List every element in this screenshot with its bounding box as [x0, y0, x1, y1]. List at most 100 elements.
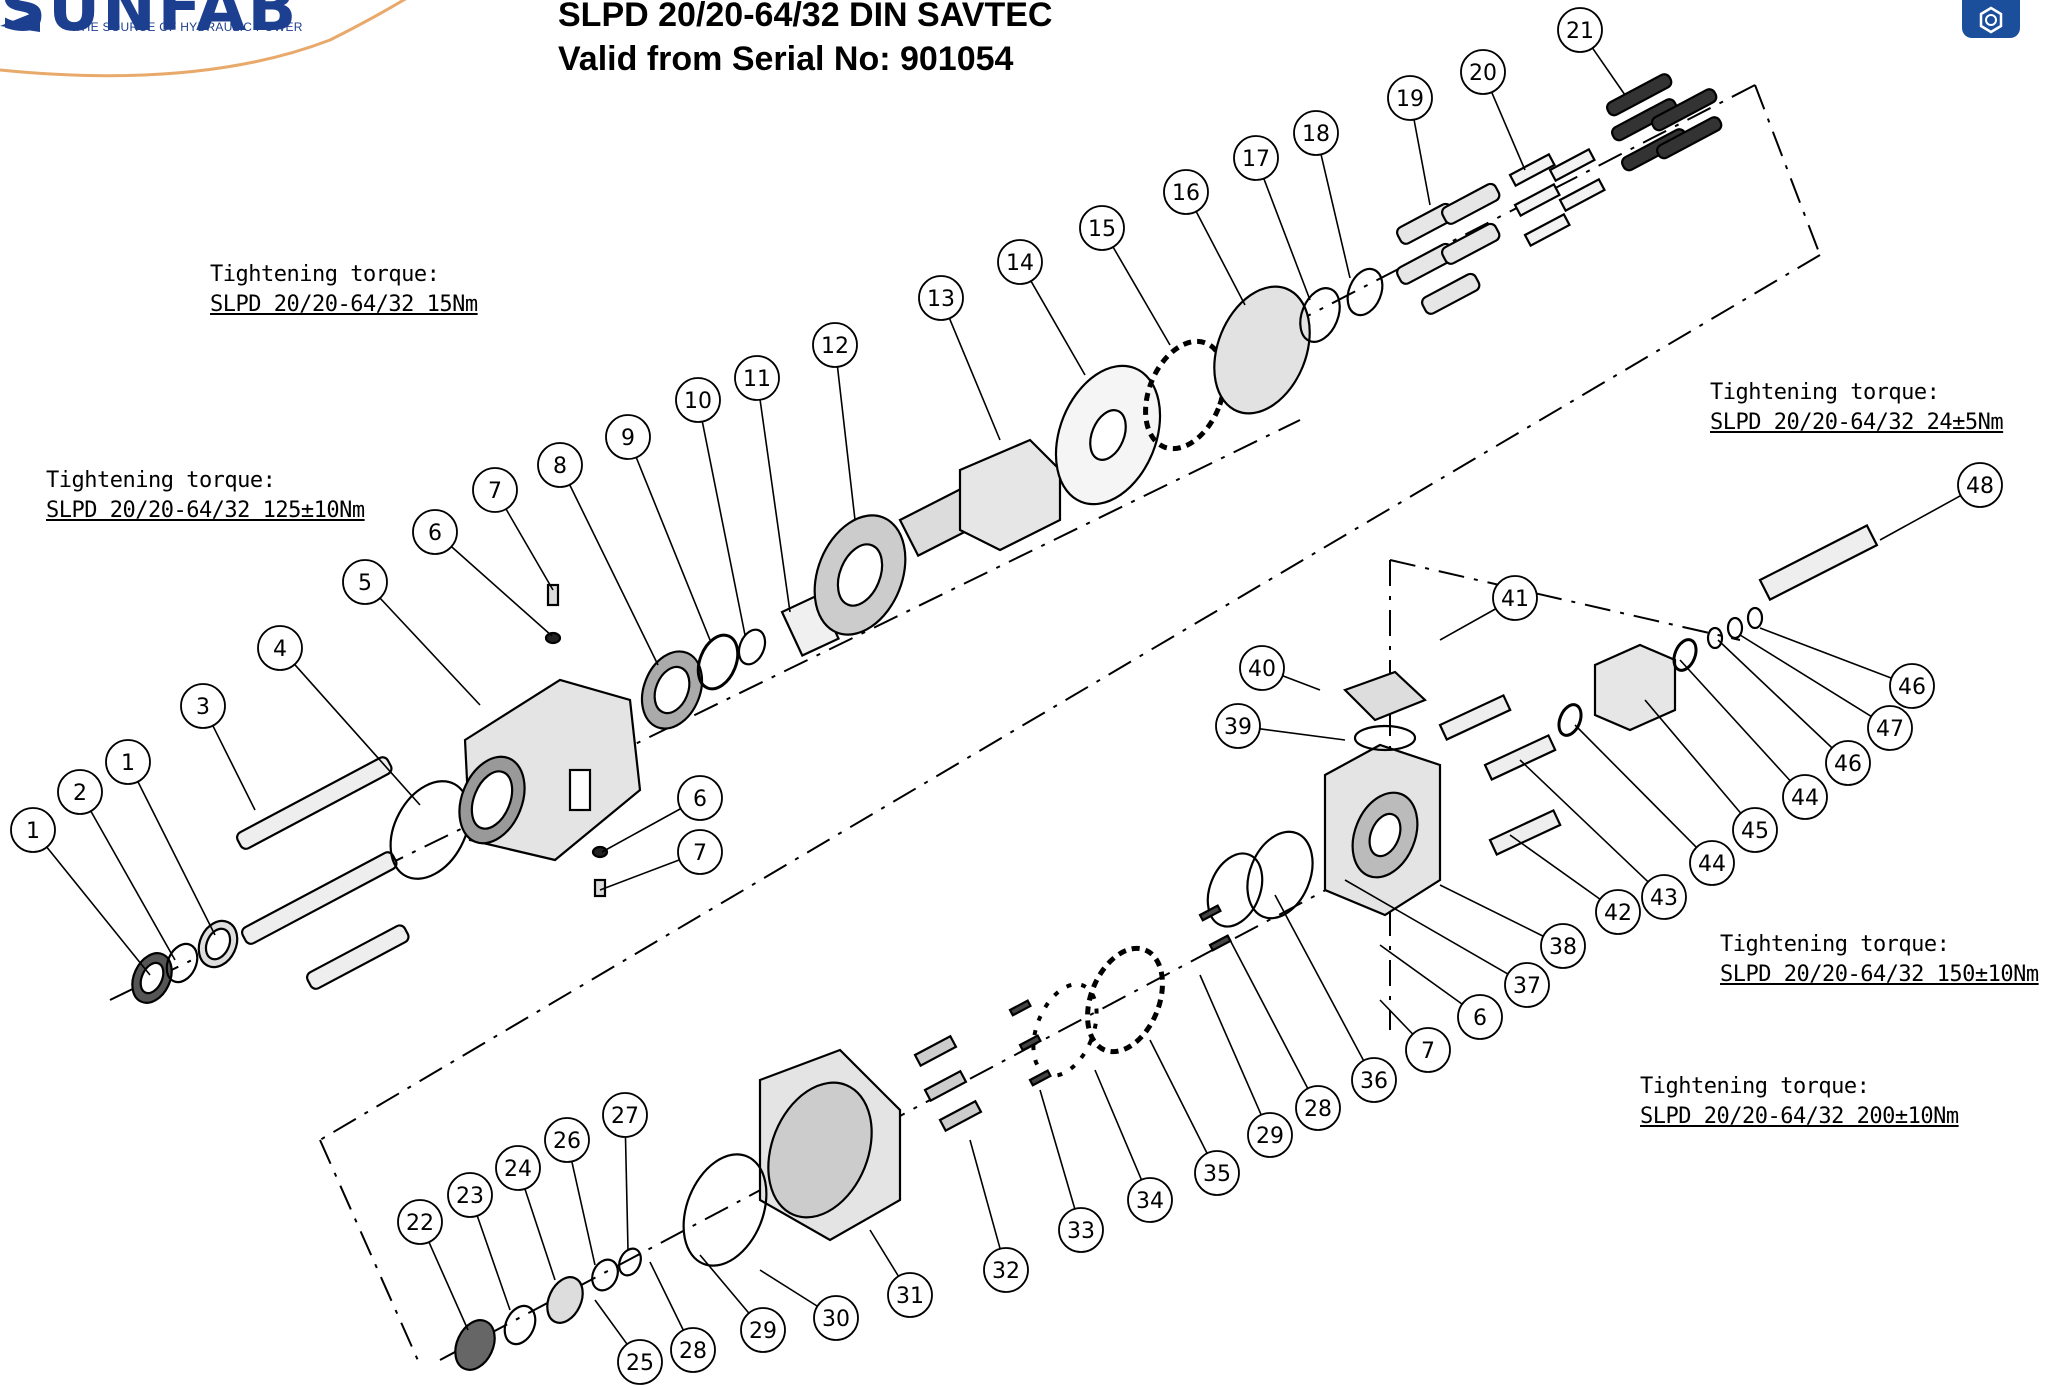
callout-leader: [90, 810, 176, 961]
callout-7: 7: [677, 829, 723, 875]
callout-16: 16: [1163, 169, 1209, 215]
callout-43: 43: [1641, 874, 1687, 920]
callout-number: 24: [504, 1157, 532, 1182]
callout-leader: [836, 366, 856, 521]
callout-bubbles: 1213456789101112131415161718192021674039…: [10, 7, 2003, 1385]
callout-leader: [1574, 724, 1698, 848]
torque-note-15nm: Tightening torque: SLPD 20/20-64/32 15Nm: [210, 260, 478, 320]
callout-number: 19: [1396, 87, 1424, 112]
callout-33: 33: [1058, 1207, 1104, 1253]
callout-leader: [1229, 939, 1309, 1089]
callout-1: 1: [10, 807, 56, 853]
callout-35: 35: [1194, 1150, 1240, 1196]
callout-32: 32: [983, 1247, 1029, 1293]
callout-27: 27: [602, 1092, 648, 1138]
callout-number: 30: [822, 1307, 850, 1332]
callout-leader: [1274, 894, 1365, 1061]
drawing-title: SLPD 20/20-64/32 DIN SAVTEC: [558, 0, 1053, 34]
callout-10: 10: [675, 377, 721, 423]
callout-number: 48: [1966, 474, 1994, 499]
callout-leader: [1379, 944, 1463, 1005]
callout-leader: [1509, 834, 1601, 900]
torque-heading: Tightening torque:: [210, 262, 440, 287]
callout-leader: [1679, 659, 1791, 782]
callout-leader: [1439, 884, 1544, 937]
callout-12: 12: [812, 322, 858, 368]
callout-4: 4: [257, 625, 303, 671]
callout-29: 29: [740, 1307, 786, 1353]
callout-leader: [599, 859, 680, 891]
callout-number: 39: [1224, 715, 1252, 740]
callout-number: 32: [992, 1259, 1020, 1284]
callout-number: 45: [1741, 819, 1769, 844]
callout-19: 19: [1387, 75, 1433, 121]
callout-number: 42: [1604, 901, 1632, 926]
callout-number: 14: [1006, 251, 1034, 276]
callout-29: 29: [1247, 1112, 1293, 1158]
callout-37: 37: [1504, 962, 1550, 1008]
callout-leader: [869, 1229, 900, 1277]
torque-note-150nm: Tightening torque: SLPD 20/20-64/32 150±…: [1720, 930, 2039, 990]
callout-leader: [137, 781, 216, 936]
callout-leader: [428, 1241, 469, 1331]
callout-number: 6: [693, 787, 707, 812]
assembly-lines: [109, 84, 1821, 1366]
callout-leader: [450, 546, 553, 637]
callout-30: 30: [813, 1295, 859, 1341]
nut-icon: [1979, 6, 2003, 34]
callout-28: 28: [1295, 1085, 1341, 1131]
callout-number: 1: [26, 819, 40, 844]
callout-number: 10: [684, 389, 712, 414]
callout-number: 22: [406, 1211, 434, 1236]
callout-leader: [568, 484, 659, 666]
torque-value: SLPD 20/20-64/32 200±10Nm: [1640, 1104, 1959, 1129]
callout-45: 45: [1732, 807, 1778, 853]
callout-number: 18: [1302, 122, 1330, 147]
callout-23: 23: [447, 1172, 493, 1218]
callout-leader: [1591, 47, 1626, 96]
logo-tagline: THE SOURCE OF HYDRAULIC POWER: [74, 20, 303, 34]
callout-26: 26: [544, 1117, 590, 1163]
callout-number: 25: [626, 1351, 654, 1376]
callout-38: 38: [1540, 923, 1586, 969]
callout-40: 40: [1239, 645, 1285, 691]
corner-badge: [1962, 0, 2020, 38]
callout-number: 35: [1203, 1162, 1231, 1187]
callout-22: 22: [397, 1199, 443, 1245]
callout-48: 48: [1957, 462, 2003, 508]
parts: [131, 73, 1879, 1371]
callout-36: 36: [1351, 1057, 1397, 1103]
callout-leader: [1879, 494, 1962, 541]
callout-number: 7: [488, 479, 502, 504]
callout-number: 6: [428, 521, 442, 546]
callout-1: 1: [105, 739, 151, 785]
callout-leader: [1490, 91, 1526, 171]
torque-heading: Tightening torque:: [46, 468, 276, 493]
callout-leader: [1195, 211, 1246, 306]
torque-note-200nm: Tightening torque: SLPD 20/20-64/32 200±…: [1640, 1072, 1959, 1132]
callout-number: 44: [1791, 786, 1819, 811]
callout-leader: [294, 663, 421, 806]
serial-note: Valid from Serial No: 901054: [558, 40, 1014, 78]
callout-leader: [649, 1261, 685, 1331]
callout-number: 20: [1469, 61, 1497, 86]
callout-leader: [1519, 759, 1649, 883]
callout-leader: [701, 421, 746, 636]
callout-number: 12: [821, 334, 849, 359]
callout-leader: [571, 1161, 596, 1266]
callout-leader: [1344, 879, 1509, 975]
callout-leader: [1439, 608, 1497, 641]
callout-number: 33: [1067, 1219, 1095, 1244]
callout-number: 7: [1421, 1039, 1435, 1064]
callout-18: 18: [1293, 110, 1339, 156]
torque-value: SLPD 20/20-64/32 125±10Nm: [46, 498, 365, 523]
callout-7: 7: [1405, 1027, 1451, 1073]
callout-leader: [524, 1188, 556, 1281]
callout-number: 3: [196, 695, 210, 720]
callout-28: 28: [670, 1327, 716, 1373]
callout-34: 34: [1127, 1177, 1173, 1223]
callout-46: 46: [1889, 663, 1935, 709]
callout-20: 20: [1460, 49, 1506, 95]
callout-17: 17: [1233, 135, 1279, 181]
